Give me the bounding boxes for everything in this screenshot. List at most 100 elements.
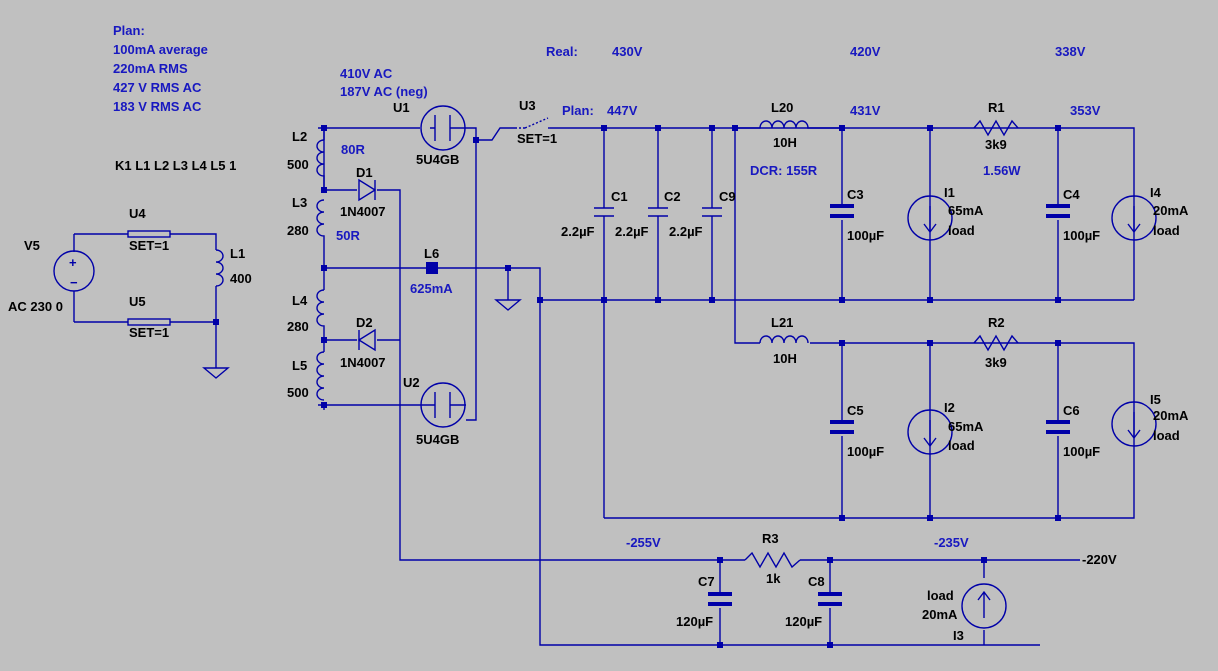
c9-value: 2.2µF (669, 224, 703, 239)
svg-text:−: − (70, 275, 78, 290)
i4-extra: load (1153, 223, 1180, 238)
l6-current: 625mA (410, 281, 453, 296)
coupling-directive: K1 L1 L2 L3 L4 L5 1 (115, 158, 236, 173)
c3-capacitor-symbol[interactable] (830, 204, 854, 218)
l5-name: L5 (292, 358, 307, 373)
c7-capacitor-symbol[interactable] (708, 592, 732, 606)
c2-value: 2.2µF (615, 224, 649, 239)
c6-capacitor-symbol[interactable] (1046, 420, 1070, 434)
plan-notes-line: 183 V RMS AC (113, 99, 202, 114)
l20-choke-symbol[interactable] (735, 120, 842, 129)
u1-tube-symbol[interactable] (420, 105, 466, 151)
c5-capacitor-symbol[interactable] (830, 420, 854, 434)
l4-inductor-symbol[interactable] (316, 289, 325, 340)
i3-extra: load (927, 588, 954, 603)
i5-value: 20mA (1153, 408, 1189, 423)
plan-label: Plan: (562, 103, 594, 118)
i4-name: I4 (1150, 185, 1162, 200)
l3-name: L3 (292, 195, 307, 210)
plan-voltage-c1: 447V (607, 103, 638, 118)
l2-inductor-symbol[interactable] (316, 139, 325, 190)
real-voltage-c1: 430V (612, 44, 643, 59)
v5-source-symbol[interactable]: + − (53, 250, 95, 292)
i1-value: 65mA (948, 203, 984, 218)
l2-name: L2 (292, 129, 307, 144)
plan-notes-line: 220mA RMS (113, 61, 188, 76)
c2-capacitor-symbol[interactable] (648, 207, 668, 217)
u4-value: SET=1 (129, 238, 169, 253)
d2-name: D2 (356, 315, 373, 330)
c3-name: C3 (847, 187, 864, 202)
d2-value: 1N4007 (340, 355, 386, 370)
c3-value: 100µF (847, 228, 884, 243)
c9-capacitor-symbol[interactable] (702, 207, 722, 217)
real-voltage-c3: 420V (850, 44, 881, 59)
l21-choke-symbol[interactable] (759, 335, 809, 344)
c4-capacitor-symbol[interactable] (1046, 204, 1070, 218)
d1-name: D1 (356, 165, 373, 180)
i2-current-source-symbol[interactable] (907, 409, 953, 455)
l4-name: L4 (292, 293, 308, 308)
plan-notes-title: Plan: (113, 23, 145, 38)
u5-switch-symbol[interactable] (127, 318, 171, 326)
d1-diode-symbol[interactable] (358, 178, 377, 202)
i2-value: 65mA (948, 419, 984, 434)
u4-switch-symbol[interactable] (127, 230, 171, 238)
u3-switch-symbol[interactable] (515, 117, 550, 129)
c8-name: C8 (808, 574, 825, 589)
plan-notes-line: 427 V RMS AC (113, 80, 202, 95)
primary-ground-symbol (202, 367, 230, 379)
u2-tube-symbol[interactable] (420, 382, 466, 428)
v5-value: AC 230 0 (8, 299, 63, 314)
d2-diode-symbol[interactable] (357, 328, 376, 352)
r2-name: R2 (988, 315, 1005, 330)
i2-name: I2 (944, 400, 955, 415)
u1-name: U1 (393, 100, 410, 115)
r2-value: 3k9 (985, 355, 1007, 370)
l5-inductor-symbol[interactable] (316, 351, 325, 401)
c4-value: 100µF (1063, 228, 1100, 243)
l20-dcr: DCR: 155R (750, 163, 818, 178)
i4-current-source-symbol[interactable] (1111, 195, 1157, 241)
c5-name: C5 (847, 403, 864, 418)
c1-name: C1 (611, 189, 628, 204)
c6-name: C6 (1063, 403, 1080, 418)
c8-capacitor-symbol[interactable] (818, 592, 842, 606)
u1-value: 5U4GB (416, 152, 459, 167)
c5-value: 100µF (847, 444, 884, 459)
plan-voltage-c3: 431V (850, 103, 881, 118)
l20-name: L20 (771, 100, 793, 115)
plan-voltage-c4: 353V (1070, 103, 1101, 118)
u3-name: U3 (519, 98, 536, 113)
i4-value: 20mA (1153, 203, 1189, 218)
r2-resistor-symbol[interactable] (973, 334, 1019, 352)
r1-name: R1 (988, 100, 1005, 115)
u5-value: SET=1 (129, 325, 169, 340)
l2-value: 500 (287, 157, 309, 172)
l21-name: L21 (771, 315, 793, 330)
c1-capacitor-symbol[interactable] (594, 207, 614, 217)
r3-resistor-symbol[interactable] (744, 551, 801, 569)
c2-name: C2 (664, 189, 681, 204)
l6-ferrite-symbol[interactable] (426, 262, 438, 274)
c7-name: C7 (698, 574, 715, 589)
l1-inductor-symbol[interactable] (215, 249, 224, 287)
c9-name: C9 (719, 189, 736, 204)
neg-voltage-c8: -235V (934, 535, 969, 550)
l3-inductor-symbol[interactable] (316, 199, 325, 268)
plan-notes-line: 100mA average (113, 42, 208, 57)
i5-name: I5 (1150, 392, 1161, 407)
l1-value: 400 (230, 271, 252, 286)
i2-extra: load (948, 438, 975, 453)
i5-extra: load (1153, 428, 1180, 443)
i5-current-source-symbol[interactable] (1111, 401, 1157, 447)
u4-name: U4 (129, 206, 146, 221)
l3-resistance: 50R (336, 228, 360, 243)
i1-current-source-symbol[interactable] (907, 195, 953, 241)
i1-extra: load (948, 223, 975, 238)
r1-resistor-symbol[interactable] (973, 119, 1019, 137)
i3-current-source-symbol[interactable] (961, 583, 1007, 629)
i3-name: I3 (953, 628, 964, 643)
d1-value: 1N4007 (340, 204, 386, 219)
